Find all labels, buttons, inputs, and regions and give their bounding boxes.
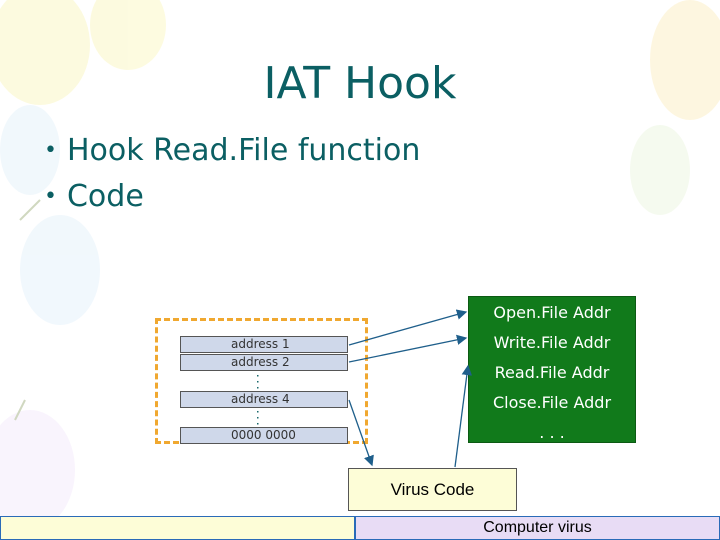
slide-title: IAT Hook bbox=[263, 58, 457, 109]
footer-right-panel: Computer virus bbox=[355, 516, 720, 540]
bullet-list: • Hook Read.File function • Code bbox=[44, 128, 420, 220]
bullet-text: Code bbox=[66, 179, 144, 214]
iat-entry-address-2: address 2 bbox=[180, 354, 348, 371]
api-row-readfile: Read.File Addr bbox=[494, 363, 610, 382]
bullet-dot-icon: • bbox=[44, 184, 57, 209]
bullet-item: • Code bbox=[44, 174, 420, 220]
bullet-dot-icon: • bbox=[44, 138, 57, 163]
api-row-closefile: Close.File Addr bbox=[492, 393, 612, 412]
footer-left-panel bbox=[0, 516, 355, 540]
virus-code-box: Virus Code bbox=[348, 468, 517, 511]
iat-entry-terminator: 0000 0000 bbox=[180, 427, 348, 444]
api-row-openfile: Open.File Addr bbox=[493, 303, 611, 322]
api-address-table: Open.File Addr Write.File Addr Read.File… bbox=[468, 296, 636, 443]
bullet-text: Hook Read.File function bbox=[66, 133, 421, 168]
ellipsis-dots-icon: ··· bbox=[256, 407, 260, 430]
iat-entry-address-1: address 1 bbox=[180, 336, 348, 353]
api-row-ellipsis: . . . bbox=[539, 423, 565, 442]
iat-entry-address-4: address 4 bbox=[180, 391, 348, 408]
bullet-item: • Hook Read.File function bbox=[44, 128, 420, 174]
ellipsis-dots-icon: ··· bbox=[256, 371, 260, 394]
api-row-writefile: Write.File Addr bbox=[493, 333, 611, 352]
arrow-virus-to-readfile bbox=[454, 364, 472, 468]
